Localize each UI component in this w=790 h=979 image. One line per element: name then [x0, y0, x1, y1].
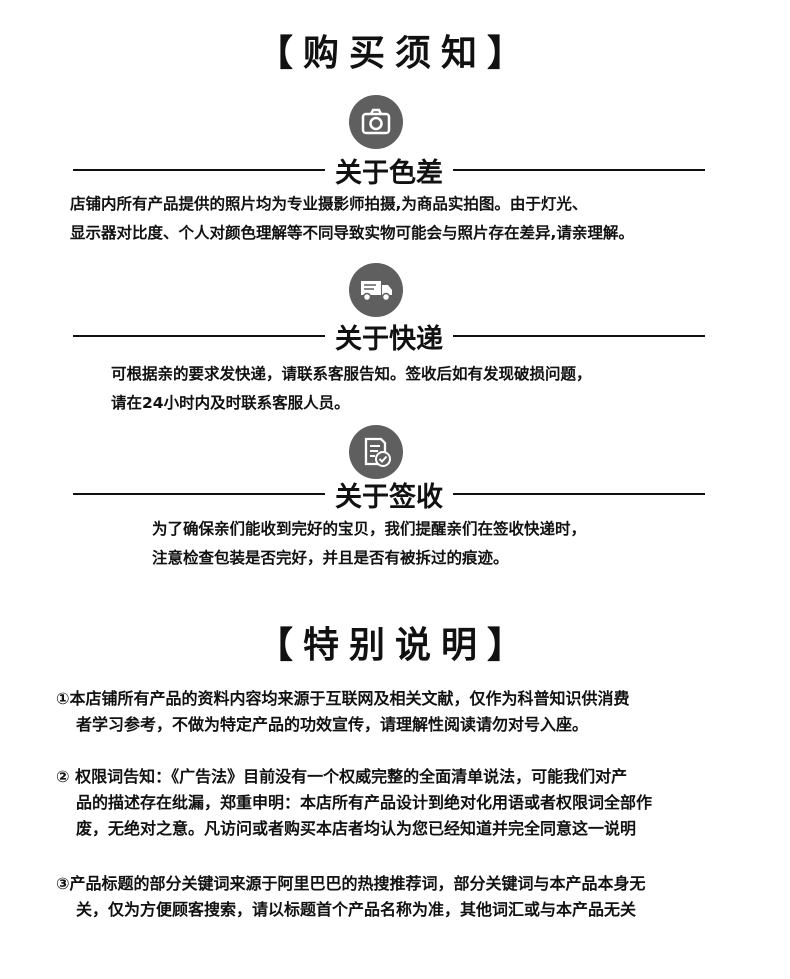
note-marker: ①: [56, 689, 70, 708]
camera-icon: [349, 95, 403, 149]
note-line: 品的描述存在纰漏，郑重申明：本店所有产品设计到绝对化用语或者权限词全部作: [76, 793, 653, 812]
section-heading: 关于签收: [335, 481, 443, 513]
paragraph-line: 请在24小时内及时联系客服人员。: [111, 394, 350, 412]
special-note-item: ② 权限词告知：《广告法》目前没有一个权威完整的全面清单说法，可能我们对产 品的…: [56, 764, 652, 842]
note-line: 权限词告知：《广告法》目前没有一个权威完整的全面清单说法，可能我们对产: [69, 767, 628, 786]
note-line: 关，仅为方便顾客搜索，请以标题首个产品名称为准，其他词汇或与本产品无关: [76, 900, 637, 919]
section-delivery-text: 可根据亲的要求发快递，请联系客服告知。签收后如有发现破损问题， 请在24小时内及…: [111, 360, 592, 418]
note-marker: ③: [56, 874, 70, 893]
special-notes-title: 【特别说明】: [256, 625, 533, 666]
section-color-difference-header: 关于色差: [73, 150, 705, 190]
divider-line: [73, 335, 325, 337]
note-line: 者学习参考，不做为特定产品的功效宣传，请理解性阅读请勿对号入座。: [76, 715, 589, 734]
note-line: 产品标题的部分关键词来源于阿里巴巴的热搜推荐词，部分关键词与本产品本身无: [69, 874, 646, 893]
delivery-truck-icon: [349, 263, 403, 317]
divider-line: [453, 493, 705, 495]
purchase-notice-title: 【购买须知】: [256, 33, 533, 74]
section-color-difference-text: 店铺内所有产品提供的照片均为专业摄影师拍摄,为商品实拍图。由于灯光、 显示器对比…: [70, 190, 634, 248]
paragraph-line: 注意检查包装是否完好，并且是否有被拆过的痕迹。: [152, 549, 509, 567]
section-receipt-header: 关于签收: [73, 474, 705, 514]
section-delivery-header: 关于快递: [73, 316, 705, 356]
divider-line: [453, 169, 705, 171]
special-note-item: ③产品标题的部分关键词来源于阿里巴巴的热搜推荐词，部分关键词与本产品本身无 关，…: [56, 871, 790, 923]
section-heading: 关于色差: [335, 157, 443, 189]
divider-line: [453, 335, 705, 337]
divider-line: [73, 493, 325, 495]
section-heading: 关于快递: [335, 323, 443, 355]
paragraph-line: 显示器对比度、个人对颜色理解等不同导致实物可能会与照片存在差异,请亲理解。: [70, 224, 634, 242]
divider-line: [73, 169, 325, 171]
note-line: 废，无绝对之意。凡访问或者购买本店者均认为您已经知道并完全同意这一说明: [76, 819, 637, 838]
paragraph-line: 店铺内所有产品提供的照片均为专业摄影师拍摄,为商品实拍图。由于灯光、: [70, 195, 588, 213]
document-check-icon: [349, 425, 403, 479]
note-marker: ②: [56, 767, 70, 786]
section-receipt-text: 为了确保亲们能收到完好的宝贝，我们提醒亲们在签收快递时， 注意检查包装是否完好，…: [152, 515, 586, 573]
special-note-item: ①本店铺所有产品的资料内容均来源于互联网及相关文献，仅作为科普知识供消费 者学习…: [56, 686, 630, 738]
paragraph-line: 为了确保亲们能收到完好的宝贝，我们提醒亲们在签收快递时，: [152, 520, 587, 538]
note-line: 本店铺所有产品的资料内容均来源于互联网及相关文献，仅作为科普知识供消费: [69, 689, 630, 708]
paragraph-line: 可根据亲的要求发快递，请联系客服告知。签收后如有发现破损问题，: [111, 365, 592, 383]
